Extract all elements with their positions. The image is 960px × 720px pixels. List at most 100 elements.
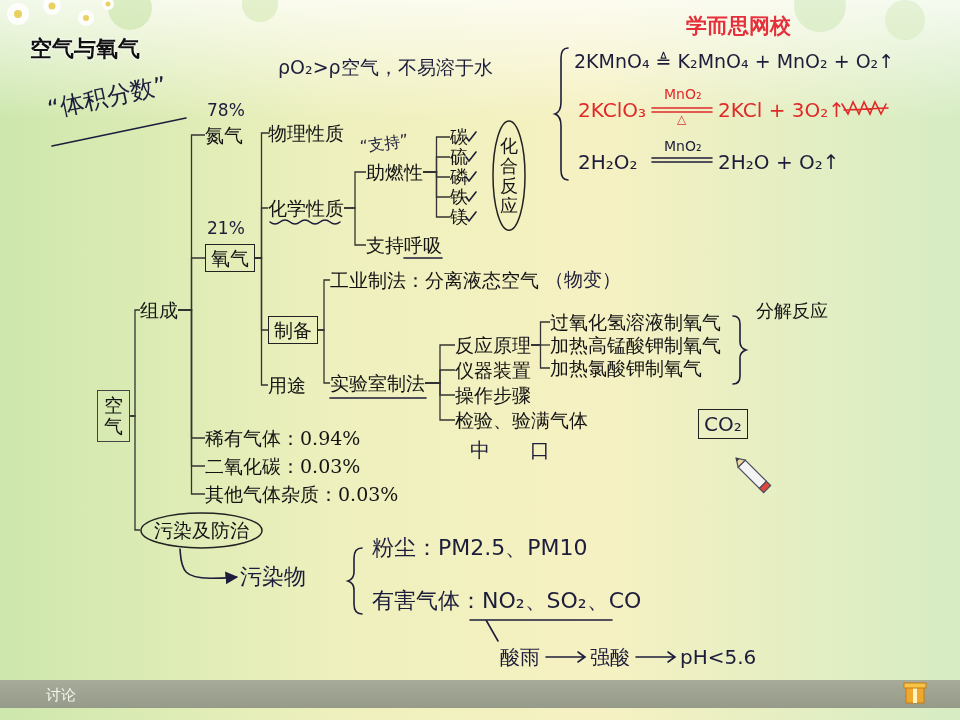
circled-branch: 污染及防治 <box>140 512 263 549</box>
handwritten-note: （物变） <box>545 268 621 291</box>
branch-line <box>318 330 330 383</box>
node-text: 反应原理 <box>455 334 531 357</box>
branch-line <box>130 416 140 530</box>
root-box: 空气 <box>97 390 130 442</box>
branch-line <box>425 370 455 383</box>
handwritten-note: 有害气体：NO₂、SO₂、CO <box>372 588 641 614</box>
element-text: 碳 <box>450 127 468 147</box>
node-text: 空气 <box>104 395 123 437</box>
node-text: 硫 <box>450 147 468 167</box>
branch-text: 物理性质 <box>268 122 344 145</box>
node-text: 加热氯酸钾制氧气 <box>550 357 702 380</box>
node-text: 组成 <box>140 299 178 322</box>
node-text: 仪器装置 <box>455 359 531 382</box>
branch-text: 二氧化碳：0.03% <box>205 455 360 478</box>
handwritten-note: “体积分数” <box>45 71 169 124</box>
handwritten-number: 21% <box>207 218 245 238</box>
node-text: 过氧化氢溶液制氧气 <box>550 311 721 334</box>
element-text: 铁 <box>450 187 468 207</box>
underline <box>52 118 186 146</box>
leaf-text: 过氧化氢溶液制氧气 <box>550 311 721 334</box>
branch-line <box>178 135 205 310</box>
leaf-text: 加热高锰酸钾制氧气 <box>550 334 721 357</box>
branch-text: 实验室制法 <box>330 372 425 395</box>
gift-icon <box>904 683 926 703</box>
node-text: 磷 <box>450 167 468 187</box>
branch-text: 工业制法：分离液态空气 <box>330 269 539 292</box>
handwritten-note: 酸雨 <box>500 645 540 669</box>
slide-title: 空气与氧气 <box>30 34 140 64</box>
node-text: 稀有气体：0.94% <box>205 427 360 450</box>
handwritten-note: 强酸 <box>590 645 630 669</box>
handwritten-node: 污染物 <box>240 564 306 590</box>
node-text: 加热高锰酸钾制氧气 <box>550 334 721 357</box>
equals-sign <box>652 108 712 112</box>
reaction-condition: MnO₂ <box>664 138 702 155</box>
bottom-bar <box>0 680 960 708</box>
branch-text: 组成 <box>140 299 178 322</box>
chemical-equation: 2KMnO₄ ≜ K₂MnO₄ + MnO₂ + O₂↑ <box>574 50 894 73</box>
branch-line <box>318 280 330 330</box>
handwritten-note: 中 <box>470 438 490 462</box>
handwritten-note: pH<5.6 <box>680 645 756 669</box>
node-text: 用途 <box>268 374 306 397</box>
branch-line <box>425 345 455 383</box>
branch-text: 用途 <box>268 374 306 397</box>
branch-line <box>255 133 268 258</box>
branch-line <box>425 383 455 420</box>
node-text: 氧气 <box>211 247 249 270</box>
node-text: CO₂ <box>704 412 742 436</box>
element-text: 磷 <box>450 167 468 187</box>
handwritten-note: 粉尘：PM2.5、PM10 <box>372 535 587 561</box>
node-text: 镁 <box>450 207 468 227</box>
toolbar-text: 讨论 <box>46 686 76 704</box>
branch-line <box>531 345 550 368</box>
node-text: 操作步骤 <box>455 384 531 407</box>
pencil-icon <box>732 454 770 492</box>
node-text: 物理性质 <box>268 122 344 145</box>
reaction-condition: △ <box>677 112 686 126</box>
chemical-formula: 2H₂O₂ <box>578 150 638 174</box>
underline <box>330 397 426 399</box>
node-text: 支持呼吸 <box>366 234 442 257</box>
node-text: 制备 <box>274 319 312 342</box>
ellipse-line <box>141 513 262 548</box>
leaf-text: 加热氯酸钾制氧气 <box>550 357 702 380</box>
branch-line <box>531 322 550 345</box>
branch-text: 稀有气体：0.94% <box>205 427 360 450</box>
node-text: 其他气体杂质：0.03% <box>205 483 398 506</box>
node-text: 检验、验满气体 <box>455 409 588 432</box>
handwriting-marks <box>52 48 746 662</box>
branch-line <box>130 310 140 416</box>
brace <box>348 548 362 614</box>
branch-line <box>178 310 205 494</box>
element-text: 硫 <box>450 147 468 167</box>
branch-text: 操作步骤 <box>455 384 531 407</box>
ellipse-line <box>493 121 525 230</box>
branch-text: 其他气体杂质：0.03% <box>205 483 398 506</box>
branch-line <box>423 172 450 217</box>
boxed-branch: 氧气 <box>205 244 255 273</box>
reaction-condition: MnO₂ <box>664 86 702 103</box>
arrow <box>546 652 585 662</box>
underline <box>470 620 612 641</box>
branch-line <box>344 208 366 245</box>
handwritten-number: 78% <box>207 100 245 120</box>
circled-note: 化合反应 <box>492 120 526 231</box>
branch-text: 仪器装置 <box>455 359 531 382</box>
node-text: 化合反应 <box>500 136 518 215</box>
handwritten-note: 口 <box>530 438 550 462</box>
bracket-note: 分解反应 <box>756 300 774 322</box>
handwritten-note: ρO₂>ρ空气，不易溶于水 <box>278 56 493 79</box>
branch-line <box>178 258 205 310</box>
branch-text: 检验、验满气体 <box>455 409 588 432</box>
branch-text: 氮气 <box>205 124 243 147</box>
node-text: 氮气 <box>205 124 243 147</box>
bracket <box>733 316 746 384</box>
branch-line <box>423 137 450 172</box>
boxed-branch: 制备 <box>268 316 318 345</box>
branch-text: 反应原理 <box>455 334 531 357</box>
